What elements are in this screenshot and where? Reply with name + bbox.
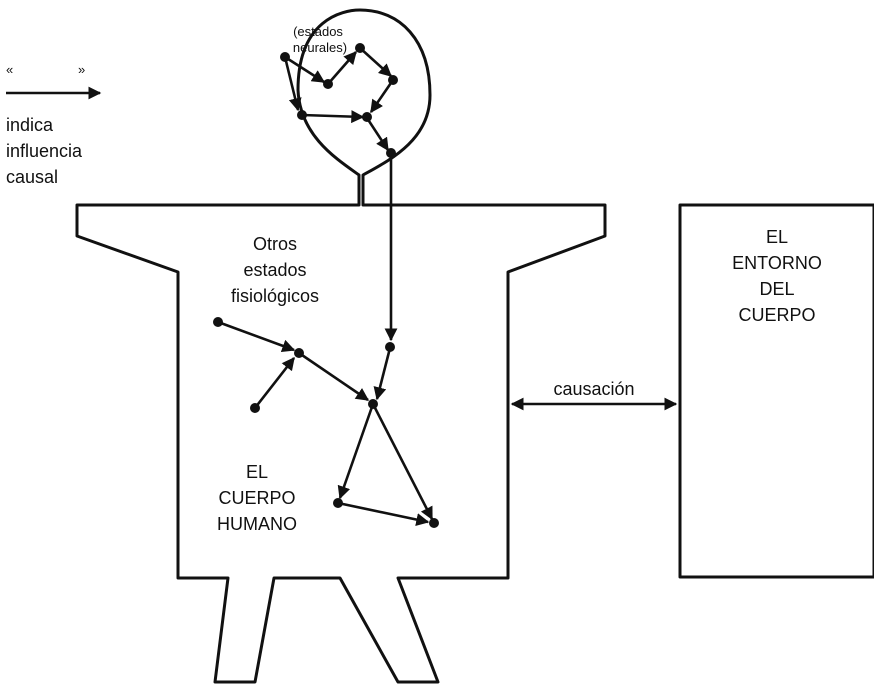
legend-text-line1: indica (6, 115, 54, 135)
causal-arrow (327, 51, 357, 85)
causal-arrow (373, 347, 392, 401)
human-body-label-line1: EL (246, 462, 268, 482)
physiological-states-label-line3: fisiológicos (231, 286, 319, 306)
physiological-state-node (213, 317, 223, 327)
neural-states-label-line2: neurales) (293, 40, 347, 55)
causal-arrow (298, 351, 370, 402)
legend-quote-open: « (6, 62, 13, 77)
causation-label: causación (553, 379, 634, 399)
human-body-label-line2: CUERPO (218, 488, 295, 508)
neural-states-label-line1: (estados (293, 24, 343, 39)
environment-label-line3: DEL (759, 279, 794, 299)
physiological-state-node (294, 348, 304, 358)
legend-quote-close: » (78, 62, 85, 77)
causal-arrow (217, 320, 296, 353)
environment-label-line4: CUERPO (738, 305, 815, 325)
neural-state-node (355, 43, 365, 53)
causal-arrow (359, 47, 392, 77)
human-body-outline (75, 8, 607, 684)
causal-arrow (369, 79, 395, 114)
environment-box (678, 203, 874, 579)
neural-state-node (280, 52, 290, 62)
physiological-states-label-line1: Otros (253, 234, 297, 254)
physiological-states-label-line2: estados (243, 260, 306, 280)
causal-arrow (301, 110, 365, 124)
physiological-network (213, 317, 439, 528)
causal-arrow (283, 56, 302, 112)
physiological-state-node (385, 342, 395, 352)
causal-arrow (253, 356, 296, 409)
environment-label-line1: EL (766, 227, 788, 247)
neural-state-node (386, 148, 396, 158)
neural-state-node (297, 110, 307, 120)
human-body-label-line3: HUMANO (217, 514, 297, 534)
causal-arrow (365, 117, 390, 152)
environment-label-line2: ENTORNO (732, 253, 822, 273)
causal-arrow (337, 403, 375, 500)
causal-arrow (284, 55, 326, 84)
neural-state-node (362, 112, 372, 122)
legend: « » indica influencia causal (6, 62, 102, 187)
physiological-state-node (429, 518, 439, 528)
legend-text-line3: causal (6, 167, 58, 187)
causal-arrow (337, 501, 430, 526)
neural-network (280, 43, 398, 342)
neural-state-node (388, 75, 398, 85)
legend-text-line2: influencia (6, 141, 83, 161)
physiological-state-node (368, 399, 378, 409)
physiological-state-node (333, 498, 343, 508)
physiological-state-node (250, 403, 260, 413)
neural-state-node (323, 79, 333, 89)
causal-arrow (371, 403, 434, 521)
